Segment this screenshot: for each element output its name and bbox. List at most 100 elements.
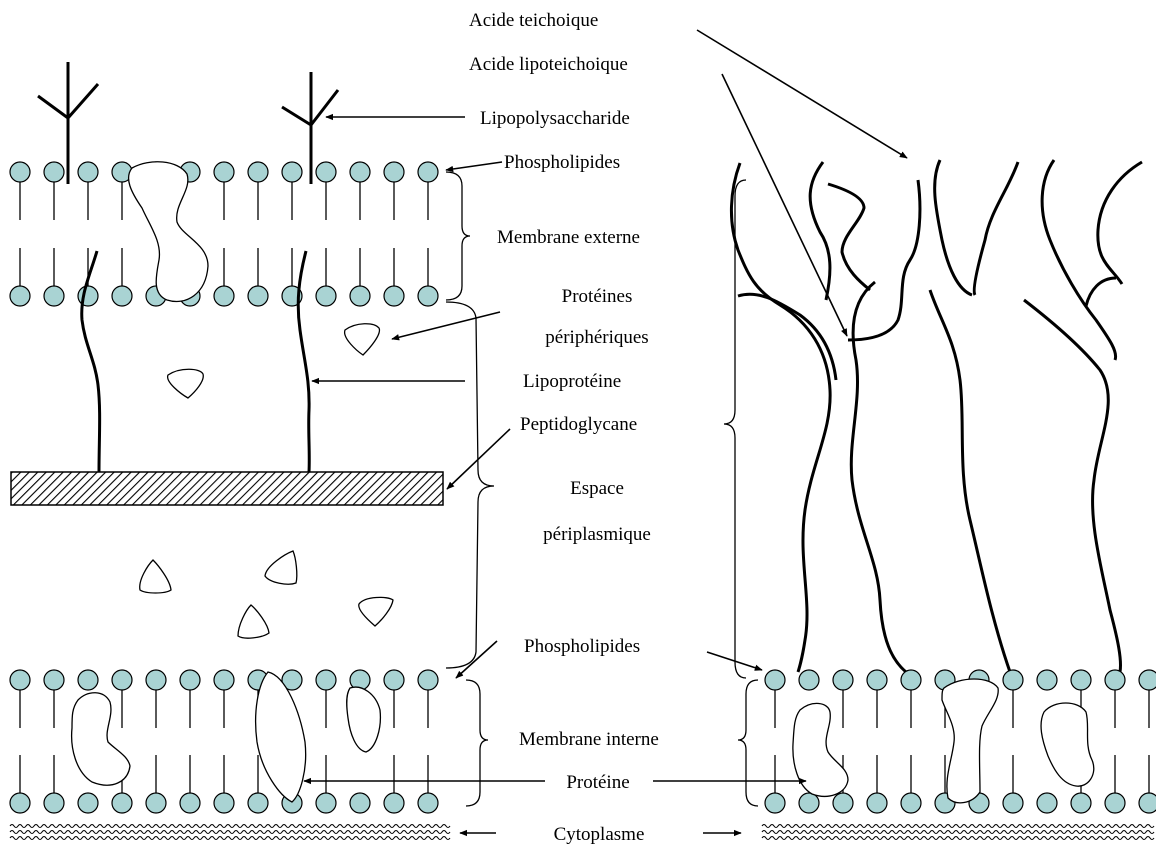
inner-membrane-proteins-right [793,679,1094,803]
integral-protein [793,703,848,796]
outer-membrane-phospholipid-heads-bottom [10,286,438,306]
phospholipid-head [833,793,853,813]
phospholipid-head [10,286,30,306]
phospholipid-head [1139,670,1156,690]
integral-protein [942,679,998,803]
phospholipid-head [418,286,438,306]
phospholipid-head [214,670,234,690]
outer-membrane-protein [129,162,208,302]
cytoplasm-left [10,825,450,840]
phospholipid-head [78,793,98,813]
cytoplasm-wave [10,831,450,834]
brace-inner-membrane-right [738,680,758,806]
label-phospholipides-bottom: Phospholipides [524,636,640,657]
phospholipid-head [765,793,785,813]
phospholipid-head [833,670,853,690]
inner-membrane-left-heads-bottom [10,793,438,813]
phospholipid-head [384,670,404,690]
phospholipid-head [1071,670,1091,690]
label-acide-lipoteichoique: Acide lipoteichoique [469,54,628,75]
label-peripheriques: périphériques [545,327,648,348]
phospholipid-head [44,670,64,690]
phospholipid-head [350,286,370,306]
cytoplasm-right [762,825,1154,840]
phospholipid-head [78,162,98,182]
phospholipid-head [901,670,921,690]
brace-inner-membrane-left [466,680,488,806]
peptidoglycan-layer [11,472,443,505]
lipoteichoic-acid [930,290,1010,672]
phospholipid-head [180,670,200,690]
peripheral-protein [345,324,380,355]
arrow-acide-teichoique [697,30,907,158]
cytoplasm-wave [762,825,1154,828]
phospholipid-head [214,793,234,813]
arrow-phospholipides-top [446,162,502,170]
phospholipid-head [146,670,166,690]
integral-protein [347,687,381,752]
phospholipid-head [1105,670,1125,690]
arrow-proteines-peripheriques [392,312,500,339]
lipoteichoic-acid [1024,300,1121,672]
phospholipid-head [1037,670,1057,690]
teichoic-acid [935,160,972,295]
cytoplasm-wave [762,837,1154,840]
label-lipoproteine: Lipoprotéine [523,371,621,392]
teichoic-acid [1086,278,1116,306]
peripheral-protein [265,551,297,584]
label-espace: Espace [570,478,624,499]
brace-outer-membrane [446,172,470,300]
phospholipid-head [180,793,200,813]
phospholipid-head [112,286,132,306]
lipoprotein [82,251,100,472]
peripheral-protein [359,597,393,626]
phospholipid-head [384,286,404,306]
outer-membrane-tails [20,182,428,286]
phospholipid-head [418,793,438,813]
inner-membrane-left-heads-top [10,670,438,690]
phospholipid-head [44,286,64,306]
label-proteine: Protéine [566,772,629,793]
integral-protein [256,672,306,802]
phospholipid-head [765,670,785,690]
teichoic-acid [738,294,836,380]
phospholipid-head [78,670,98,690]
cytoplasm-wave [762,831,1154,834]
label-cytoplasme: Cytoplasme [554,824,645,845]
phospholipid-head [316,793,336,813]
label-acide-teichoique: Acide teichoique [469,10,598,31]
label-membrane-externe: Membrane externe [497,227,640,248]
phospholipid-head [44,162,64,182]
phospholipid-head [248,793,268,813]
integral-protein [1041,703,1094,786]
phospholipid-head [282,162,302,182]
outer-membrane [10,162,438,306]
teichoic-acid-strands [731,160,1142,672]
outer-membrane-phospholipid-heads-top [10,162,438,182]
lipoprotein [298,251,309,472]
phospholipid-head [867,793,887,813]
arrow-peptidoglycane [447,429,510,489]
phospholipid-head [10,670,30,690]
label-lipopolysaccharide: Lipopolysaccharide [480,108,630,129]
lipoteichoic-acid [731,163,830,672]
phospholipid-head [799,793,819,813]
phospholipid-head [1071,793,1091,813]
phospholipid-head [112,793,132,813]
phospholipid-head [350,162,370,182]
phospholipid-head [901,793,921,813]
teichoic-acid [828,184,870,290]
label-periplasmique: périplasmique [543,524,651,545]
phospholipid-head [248,162,268,182]
phospholipid-head [44,793,64,813]
inner-membrane-proteins-left [72,672,381,802]
brace-right-envelope [724,180,746,678]
phospholipid-head [316,670,336,690]
brace-periplasmic-space [446,302,494,668]
phospholipid-head [248,286,268,306]
phospholipid-head [214,162,234,182]
integral-protein [72,693,130,785]
phospholipid-head [418,670,438,690]
labels: Acide teichoique Acide lipoteichoique Li… [469,10,659,845]
